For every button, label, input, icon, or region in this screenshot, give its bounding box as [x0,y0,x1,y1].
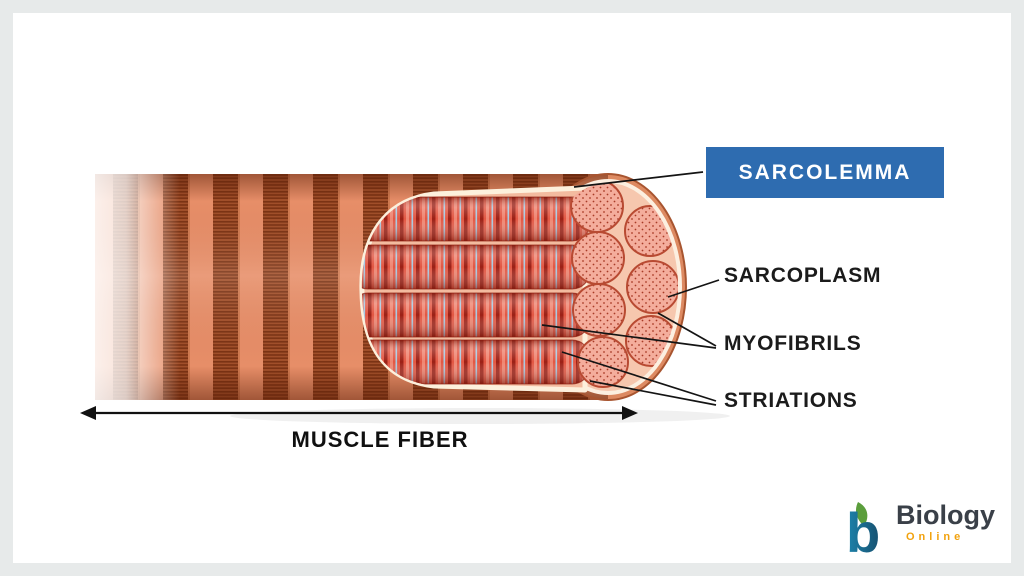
logo-subtext: Online [906,531,965,543]
striations-leader-line [589,380,717,406]
sarcoplasm-leader-line [667,279,720,298]
striations-leader-line [561,351,717,402]
logo-texts: Biology Online [896,500,995,543]
myofibril-cross-sections [570,183,678,388]
myofibril-cylinder [361,196,591,242]
fiber-left-fade [60,160,180,412]
biology-logo-icon: b [846,501,880,558]
biology-online-logo: b Biology Online [842,500,995,558]
striations-label: STRIATIONS [724,389,858,412]
myofibril-cylinders [361,196,591,385]
myofibril-cylinder [361,292,591,338]
myofibril-cylinder [361,244,591,290]
myofibrils-leader-line [541,324,717,349]
leader-lines [541,171,720,406]
myofibril-cross-section-circle [571,231,625,285]
myofibrils-label: MYOFIBRILS [724,332,862,355]
sarcolemma-leader-line [573,171,704,188]
svg-text:b: b [846,501,880,558]
myofibrils-leader-line [657,312,717,347]
sarcoplasm-label: SARCOPLASM [724,264,882,287]
label-box-sarcolemma: SARCOLEMMA [706,147,944,198]
ground-shadow [230,408,730,424]
logo-text: Biology [896,500,995,530]
muscle-fiber-arrow [80,406,638,420]
muscle-fiber-label: MUSCLE FIBER [291,427,469,452]
myofibril-cross-section-circle [572,283,626,337]
myofibril-cross-section-circle [577,336,629,388]
myofibril-cylinder [361,339,591,385]
myofibril-cross-section-circle [626,260,678,314]
sarcolemma-label: SARCOLEMMA [738,160,912,184]
